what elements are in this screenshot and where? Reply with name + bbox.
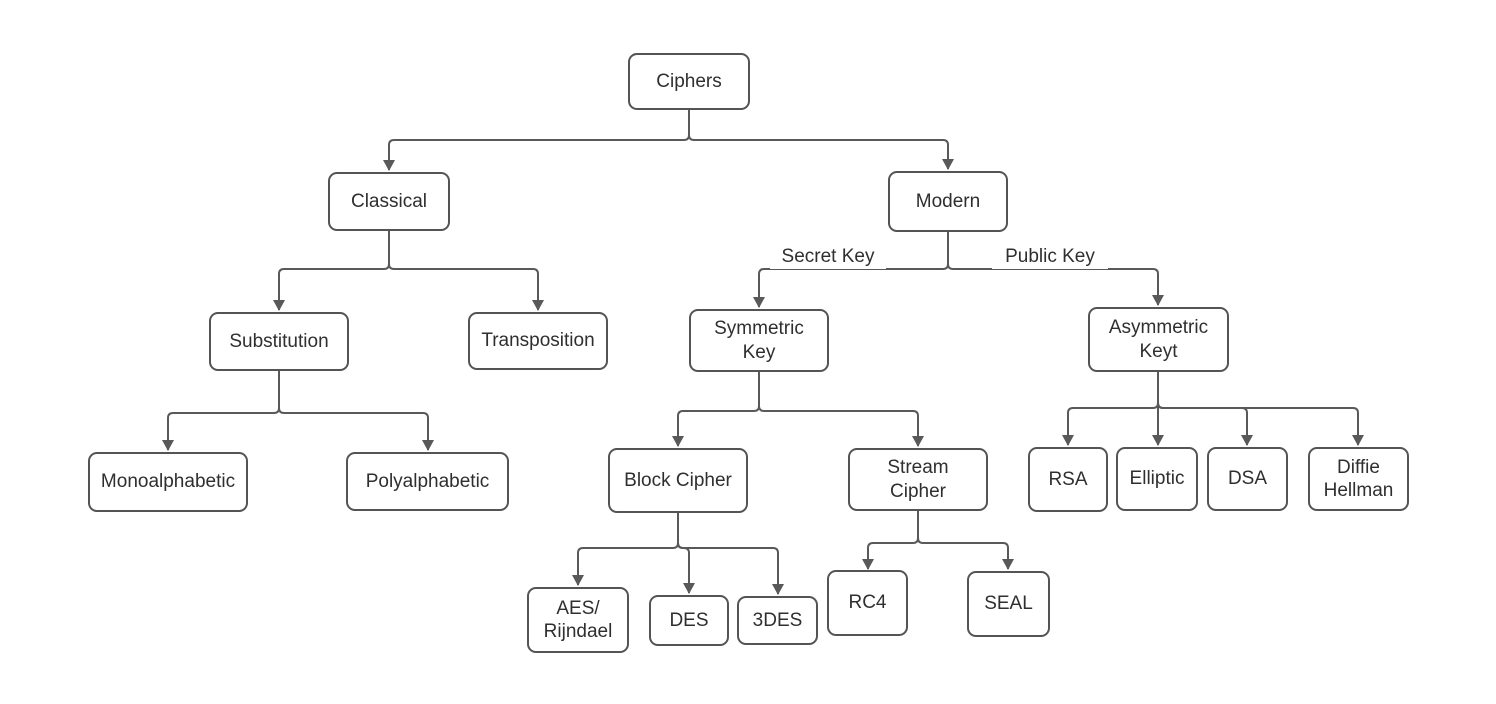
node-polyalphabetic: Polyalphabetic [346, 452, 509, 511]
node-ciphers: Ciphers [628, 53, 750, 110]
node-block-cipher: Block Cipher [608, 448, 748, 513]
node-diffie-hellman: Diffie Hellman [1308, 447, 1409, 511]
edge-label-secret-key: Secret Key [770, 245, 886, 269]
edge-ciphers-modern [688, 110, 954, 170]
node-elliptic: Elliptic [1116, 447, 1198, 511]
node-des: DES [649, 595, 729, 646]
edge-asymmetric-diffie-hellman [1157, 372, 1364, 446]
edge-substitution-monoalphabetic [162, 371, 280, 451]
node-symmetric-key: Symmetric Key [689, 309, 829, 372]
node-monoalphabetic: Monoalphabetic [88, 452, 248, 512]
node-asymmetric-key: Asymmetric Keyt [1088, 307, 1229, 372]
node-aes-rijndael: AES/ Rijndael [527, 587, 629, 653]
node-rc4: RC4 [827, 570, 908, 636]
edge-classical-transposition [388, 231, 544, 311]
edge-modern-symmetric-key [753, 232, 949, 308]
edge-ciphers-classical [383, 110, 690, 171]
edge-symmetric-block-cipher [672, 372, 760, 447]
node-modern: Modern [888, 171, 1008, 232]
edge-block-3des [677, 513, 784, 595]
node-stream-cipher: Stream Cipher [848, 448, 988, 511]
edge-symmetric-stream-cipher [758, 372, 924, 447]
edge-classical-substitution [273, 231, 390, 311]
edge-stream-rc4 [862, 511, 919, 570]
edge-block-des [677, 513, 695, 594]
edge-stream-seal [917, 511, 1014, 570]
node-dsa: DSA [1207, 447, 1288, 511]
node-seal: SEAL [967, 571, 1050, 637]
edge-substitution-polyalphabetic [278, 371, 434, 451]
node-substitution: Substitution [209, 312, 349, 371]
node-transposition: Transposition [468, 312, 608, 370]
node-3des: 3DES [737, 596, 818, 645]
node-rsa: RSA [1028, 447, 1108, 512]
edge-asymmetric-dsa [1157, 372, 1253, 446]
edge-block-aes [572, 513, 679, 586]
edge-label-public-key: Public Key [992, 245, 1108, 269]
edge-asymmetric-rsa [1062, 372, 1159, 446]
node-classical: Classical [328, 172, 450, 231]
